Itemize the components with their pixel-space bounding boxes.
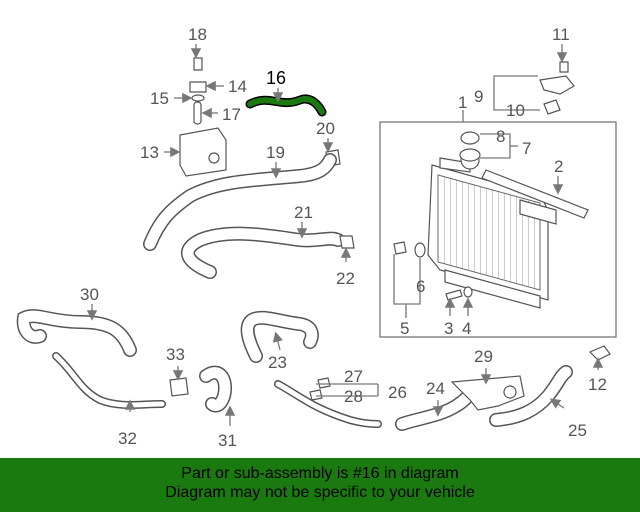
- callout-6: 6: [416, 277, 425, 296]
- callout-16[interactable]: 16: [266, 68, 286, 88]
- radiator-bracket-bar: [481, 169, 589, 219]
- callout-27: 27: [344, 367, 363, 386]
- callout-14: 14: [228, 77, 247, 96]
- callout-26: 26: [388, 383, 407, 402]
- callout-28: 28: [344, 387, 363, 406]
- clip-11: [559, 61, 569, 73]
- callout-30: 30: [80, 285, 99, 304]
- callout-4: 4: [462, 319, 471, 338]
- callout-12: 12: [588, 375, 607, 394]
- clamp-33: [169, 377, 189, 397]
- callout-25: 25: [568, 421, 587, 440]
- callout-13: 13: [140, 143, 159, 162]
- callout-2: 2: [554, 157, 563, 176]
- callout-7: 7: [522, 139, 531, 158]
- washer-4: [463, 286, 473, 298]
- callout-1: 1: [458, 93, 467, 112]
- pipe-17: [193, 101, 202, 125]
- callout-33: 33: [166, 345, 185, 364]
- callout-5: 5: [400, 319, 409, 338]
- callout-20: 20: [316, 119, 335, 138]
- radiator-cap: [460, 131, 480, 145]
- callout-9: 9: [474, 87, 483, 106]
- washer-15: [191, 94, 205, 102]
- reservoir-cap: [189, 81, 207, 93]
- reservoir-tank: [179, 127, 227, 177]
- clamp-22: [339, 235, 355, 249]
- banner-line-2: Diagram may not be specific to your vehi…: [165, 484, 475, 501]
- callout-18: 18: [188, 25, 207, 44]
- drain-plug: [543, 99, 561, 115]
- callout-22: 22: [336, 269, 355, 288]
- bracket-29: [450, 375, 525, 411]
- clip-28: [309, 389, 323, 401]
- callout-11: 11: [552, 25, 570, 44]
- bolt-3: [445, 289, 463, 301]
- callout-15: 15: [150, 89, 169, 108]
- callout-24: 24: [426, 379, 445, 398]
- callout-29: 29: [474, 347, 493, 366]
- clip-27: [317, 377, 331, 389]
- pipe-32: [52, 352, 166, 409]
- o-ring-6: [414, 242, 426, 258]
- callout-23: 23: [268, 353, 287, 372]
- info-banner: Part or sub-assembly is #16 in diagram D…: [0, 458, 640, 512]
- radiator-assembly-frame: [379, 121, 617, 338]
- callout-21: 21: [294, 203, 313, 222]
- banner-line-1: Part or sub-assembly is #16 in diagram: [181, 465, 459, 482]
- fitting-5: [393, 241, 407, 255]
- screw-18: [193, 57, 203, 71]
- parts-diagram: 18 14 15 17 13 16 20 19 21 22 30 32 33 3…: [16, 25, 617, 450]
- callout-8: 8: [496, 127, 505, 146]
- radiator-cap-seal: [459, 148, 481, 162]
- callout-3: 3: [444, 319, 453, 338]
- drain-plug-bracket: [539, 75, 575, 95]
- callout-17: 17: [222, 105, 241, 124]
- callout-19: 19: [266, 143, 285, 162]
- callout-10: 10: [506, 101, 525, 120]
- part-12-cap: [588, 345, 611, 361]
- callout-32: 32: [118, 429, 137, 448]
- callout-31: 31: [218, 431, 237, 450]
